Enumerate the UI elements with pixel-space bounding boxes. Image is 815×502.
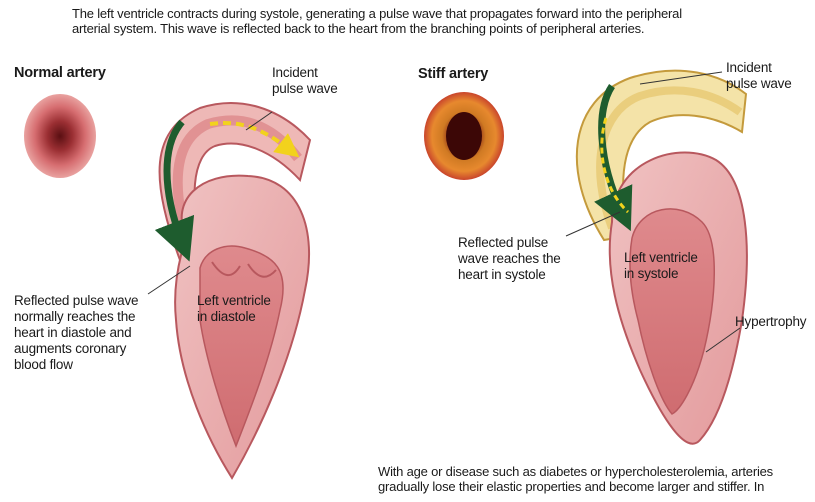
- reflected-label-line-3: heart in diastole and: [14, 325, 138, 341]
- incident-label-line-1: Incident: [726, 60, 792, 76]
- normal-artery-cross-section: [24, 94, 96, 178]
- incident-label-line-1: Incident: [272, 65, 338, 81]
- reflected-label-line-3: heart in systole: [458, 267, 561, 283]
- ventricle-systole-label: Left ventricle in systole: [624, 250, 698, 282]
- reflected-label-line-2: normally reaches the: [14, 309, 138, 325]
- reflected-label-line-4: augments coronary: [14, 341, 138, 357]
- ventricle-label-line-2: in diastole: [197, 309, 271, 325]
- incident-wave-label-right: Incident pulse wave: [726, 60, 792, 92]
- ventricle-diastole-label: Left ventricle in diastole: [197, 293, 271, 325]
- footer-text: With age or disease such as diabetes or …: [378, 464, 810, 494]
- reflected-label-line-2: wave reaches the: [458, 251, 561, 267]
- ventricle-label-line-2: in systole: [624, 266, 698, 282]
- reflected-label-line-1: Reflected pulse: [458, 235, 561, 251]
- left-heart-diagram: [148, 103, 310, 478]
- ventricle-label-line-1: Left ventricle: [624, 250, 698, 266]
- stiff-artery-heading: Stiff artery: [418, 66, 488, 82]
- stiff-artery-cross-section: [424, 92, 504, 180]
- reflected-label-line-1: Reflected pulse wave: [14, 293, 138, 309]
- footer-line-1: With age or disease such as diabetes or …: [378, 464, 810, 479]
- footer-line-2: gradually lose their elastic properties …: [378, 479, 810, 494]
- reflected-wave-label-left: Reflected pulse wave normally reaches th…: [14, 293, 138, 373]
- normal-artery-heading: Normal artery: [14, 65, 106, 81]
- hypertrophy-label: Hypertrophy: [735, 314, 806, 330]
- incident-wave-label-left: Incident pulse wave: [272, 65, 338, 97]
- incident-label-line-2: pulse wave: [726, 76, 792, 92]
- reflected-label-line-5: blood flow: [14, 357, 138, 373]
- incident-label-line-2: pulse wave: [272, 81, 338, 97]
- reflected-wave-label-right: Reflected pulse wave reaches the heart i…: [458, 235, 561, 283]
- ventricle-label-line-1: Left ventricle: [197, 293, 271, 309]
